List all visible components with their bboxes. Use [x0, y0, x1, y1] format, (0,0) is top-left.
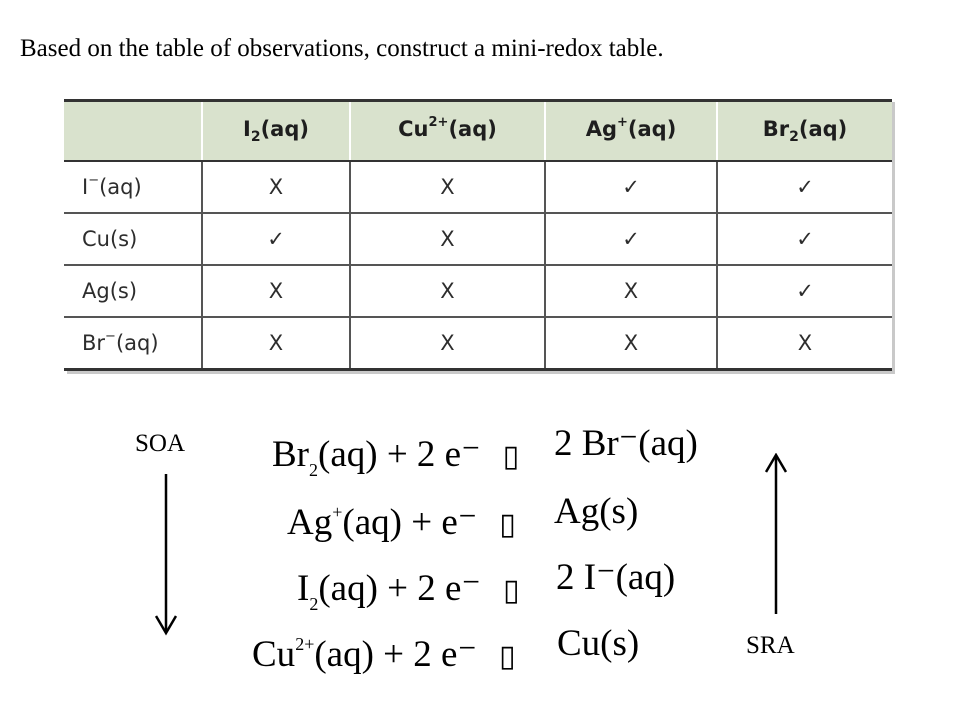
row-label: I−(aq) — [64, 161, 202, 214]
table-cell: X — [716, 317, 892, 371]
up-arrow-icon — [765, 453, 787, 614]
table-cell: ✓ — [716, 161, 892, 214]
header-cell: Br2(aq) — [716, 99, 892, 162]
instruction-text: Based on the table of observations, cons… — [20, 35, 664, 62]
table-corner-cell — [64, 99, 202, 162]
table-cell: X — [349, 161, 545, 214]
row-label: Cu(s) — [64, 213, 202, 266]
reaction-arrow-icon: ▯ — [502, 573, 520, 608]
table-cell: X — [544, 317, 717, 371]
table-row: Br−(aq) X X X X — [64, 317, 892, 371]
table-cell: X — [201, 265, 350, 318]
table-header-row: I2(aq) Cu2+(aq) Ag+(aq) Br2(aq) — [64, 99, 892, 162]
table-row: Cu(s) ✓ X ✓ ✓ — [64, 213, 892, 266]
half-reaction: Ag+(aq) + e⁻ ▯ Ag(s) — [287, 490, 638, 560]
header-cell: I2(aq) — [201, 99, 350, 162]
half-reaction: I2(aq) + 2 e⁻ ▯ 2 I⁻(aq) — [297, 557, 676, 614]
table-cell: ✓ — [716, 265, 892, 318]
reaction-arrow-icon: ▯ — [502, 439, 520, 474]
table-cell: ✓ — [201, 213, 350, 266]
table-cell: ✓ — [544, 213, 717, 266]
reaction-arrow-icon: ▯ — [498, 639, 516, 674]
table-cell: ✓ — [544, 161, 717, 214]
table-row: Ag(s) X X X ✓ — [64, 265, 892, 318]
table-cell: X — [349, 265, 545, 318]
soa-label: SOA — [135, 430, 186, 457]
row-label: Br−(aq) — [64, 317, 202, 371]
header-cell: Cu2+(aq) — [349, 99, 545, 162]
sra-label: SRA — [746, 632, 795, 659]
row-label: Ag(s) — [64, 265, 202, 318]
table-cell: X — [349, 317, 545, 371]
table-row: I−(aq) X X ✓ ✓ — [64, 161, 892, 214]
observation-table: I2(aq) Cu2+(aq) Ag+(aq) Br2(aq) I−(aq) X… — [64, 99, 892, 371]
table-cell: X — [349, 213, 545, 266]
table-cell: X — [201, 317, 350, 371]
half-reaction: Br2(aq) + 2 e⁻ ▯ 2 Br⁻(aq) — [272, 423, 698, 480]
table-cell: X — [201, 161, 350, 214]
table-cell: ✓ — [716, 213, 892, 266]
table-cell: X — [544, 265, 717, 318]
half-reaction: Cu2+(aq) + 2 e⁻ ▯ Cu(s) — [252, 622, 639, 692]
reaction-arrow-icon: ▯ — [499, 507, 516, 542]
header-cell: Ag+(aq) — [544, 99, 717, 162]
down-arrow-icon — [155, 474, 177, 636]
